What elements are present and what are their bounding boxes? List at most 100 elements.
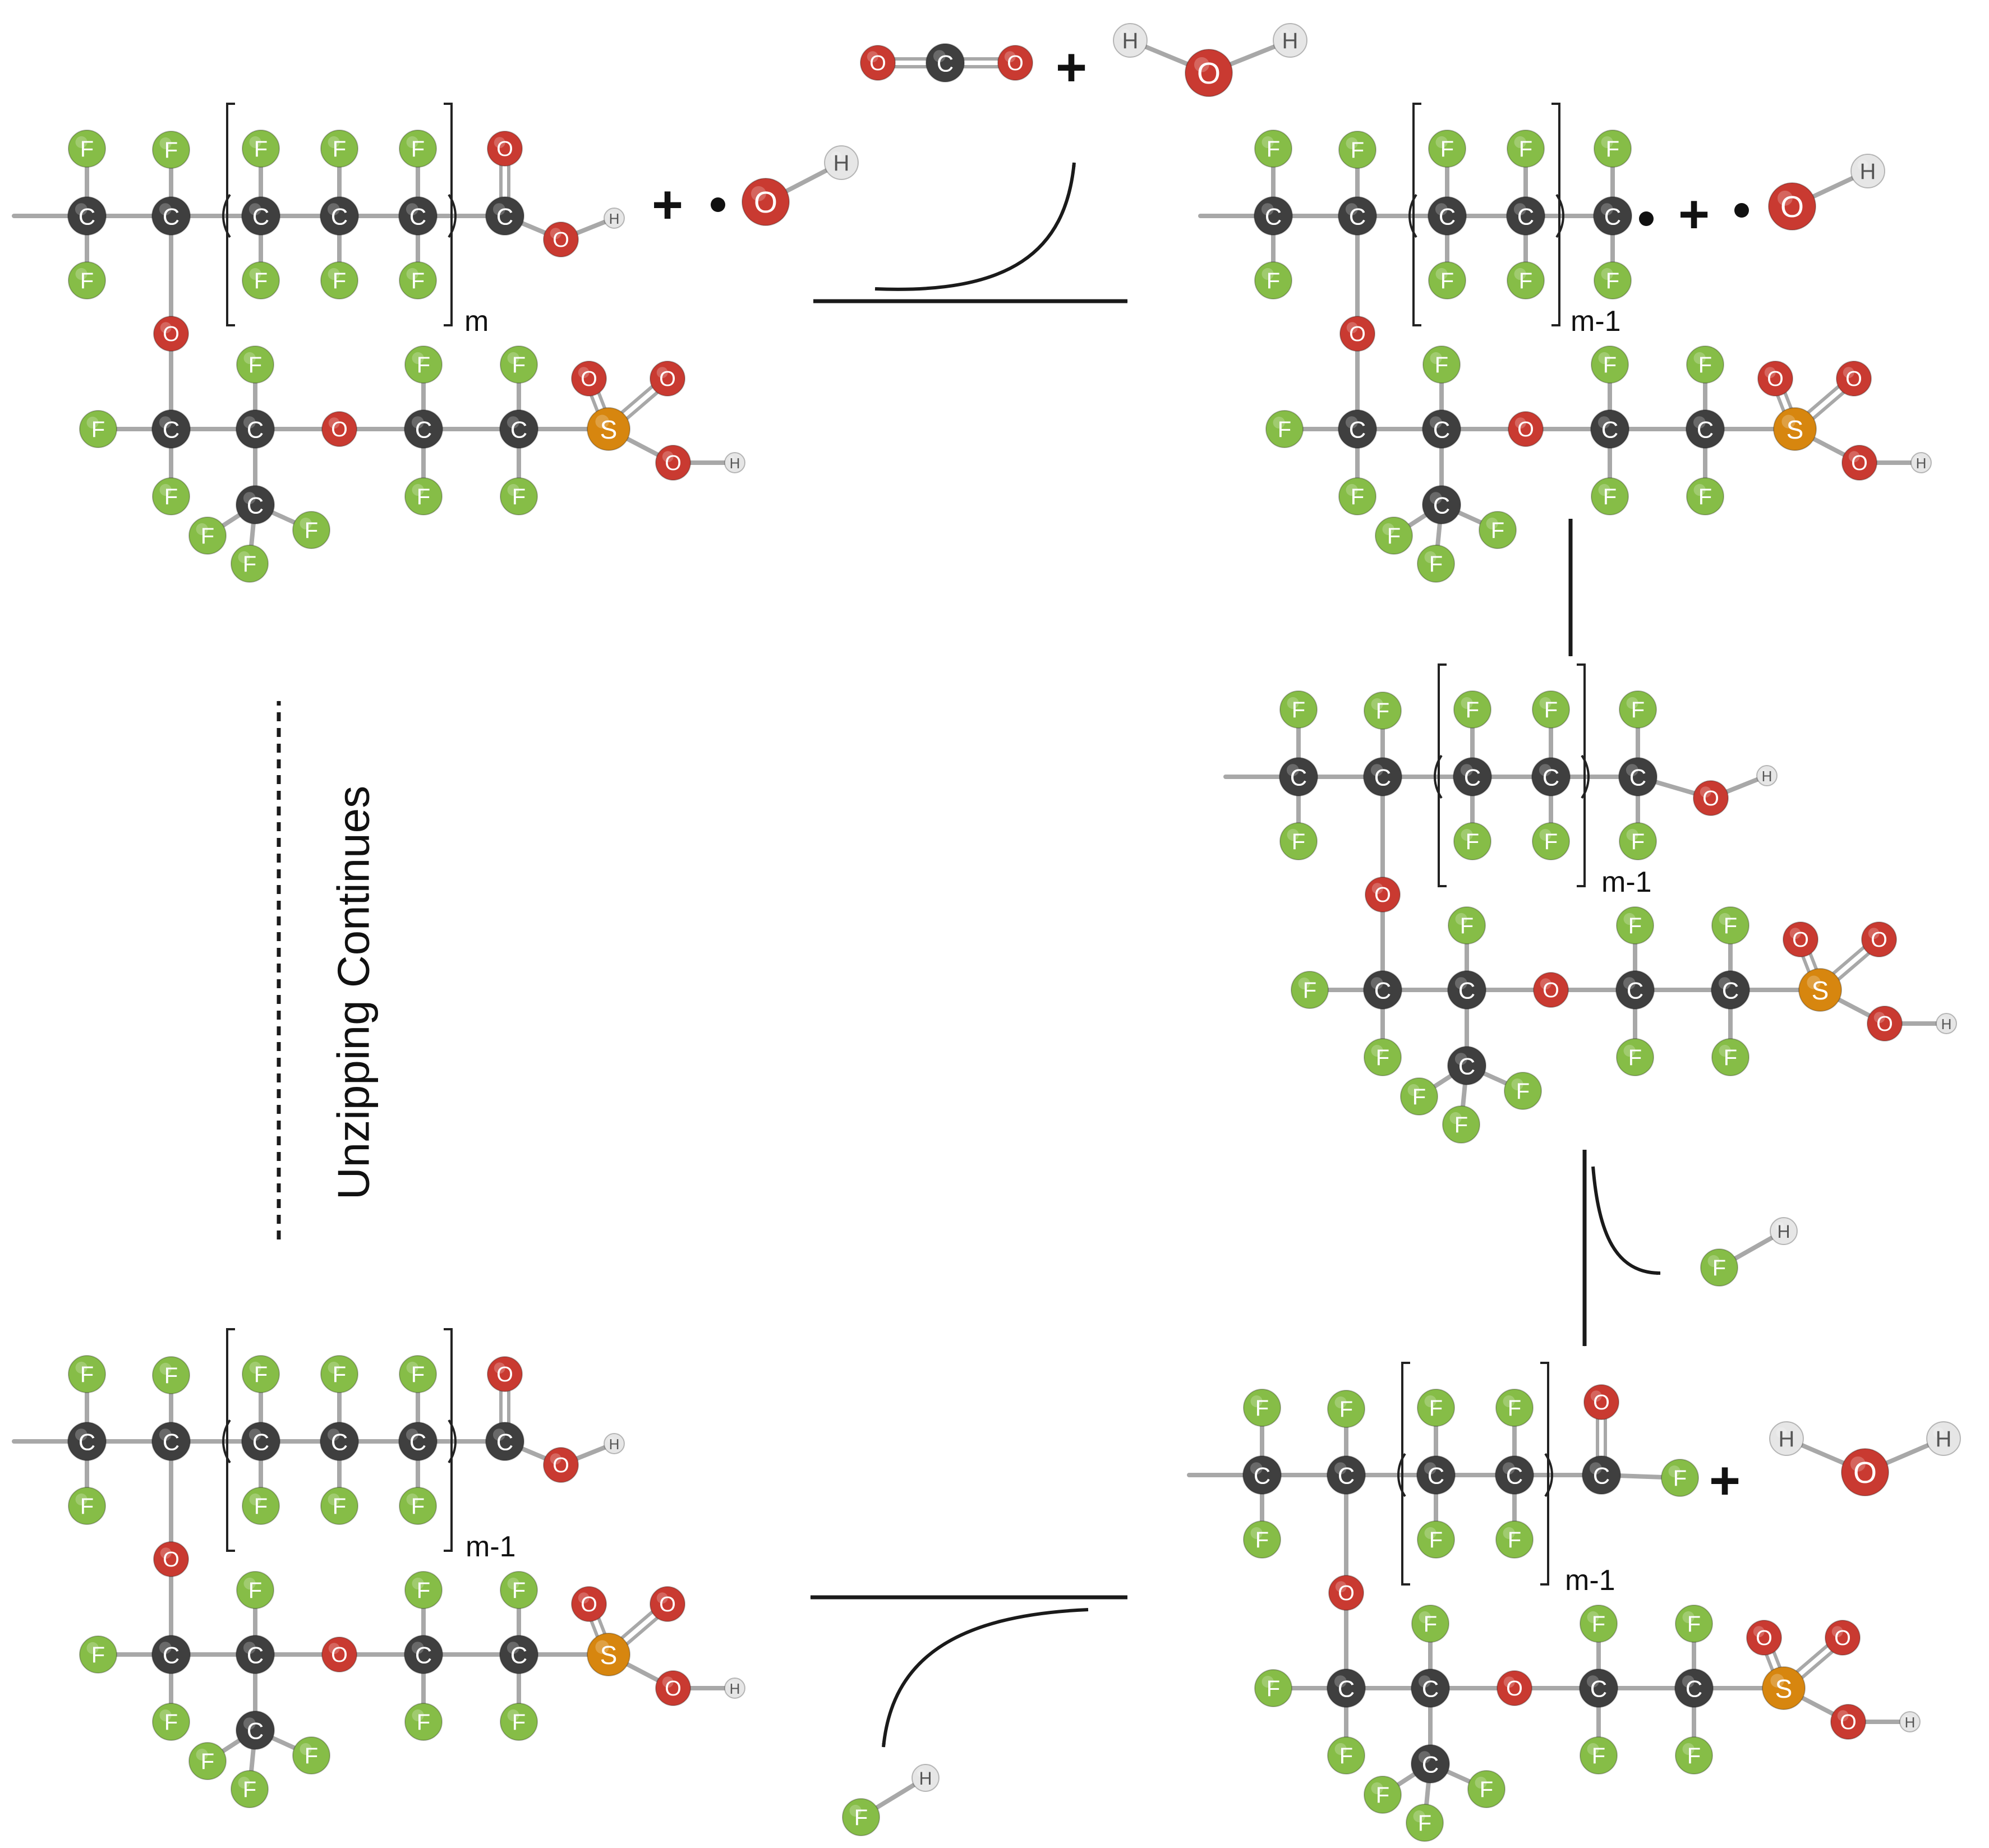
fluorine-atom: F	[320, 1355, 358, 1393]
svg-text:F: F	[1631, 698, 1645, 722]
fluorine-atom: F	[1364, 1776, 1402, 1814]
svg-text:O: O	[1845, 367, 1862, 391]
svg-text:C: C	[1601, 417, 1618, 443]
fluorine-atom: F	[1675, 1736, 1713, 1775]
oxygen-atom: O	[1867, 1006, 1903, 1041]
fluorine-atom: F	[1338, 131, 1376, 169]
sulfur-atom: S	[1762, 1666, 1806, 1710]
repeat-brace	[1544, 1453, 1554, 1497]
oxygen-atom: O	[655, 445, 691, 481]
svg-text:F: F	[411, 269, 425, 293]
fluorine-atom: F	[152, 131, 190, 169]
svg-text:F: F	[201, 524, 214, 549]
oxygen-atom: O	[1185, 49, 1233, 97]
oxygen-atom: O	[1841, 1448, 1889, 1496]
hydrogen-atom: H	[604, 208, 625, 229]
hydrogen-atom: H	[1936, 1013, 1957, 1034]
svg-text:C: C	[1506, 1463, 1523, 1489]
fluorine-atom: F	[404, 477, 443, 515]
fluorine-atom: F	[1279, 690, 1318, 729]
svg-text:C: C	[252, 1429, 269, 1455]
repeat-brace	[1581, 754, 1590, 799]
carbon-atom: C	[1531, 757, 1571, 796]
svg-text:F: F	[1376, 1783, 1389, 1808]
radical-dot-oh-1	[711, 197, 725, 212]
radical-dot-oh-2	[1734, 203, 1749, 218]
fluorine-atom: F	[292, 511, 330, 549]
fluorine-atom: F	[1616, 906, 1654, 944]
fluorine-atom: F	[79, 1635, 117, 1674]
svg-text:C: C	[331, 204, 348, 230]
fluorine-atom: F	[1479, 511, 1517, 549]
fluorine-atom: F	[1619, 822, 1657, 860]
svg-text:F: F	[1255, 1528, 1269, 1552]
carbon-atom: C	[1338, 409, 1377, 449]
svg-text:F: F	[333, 269, 346, 293]
fluorine-atom: F	[1400, 1077, 1438, 1116]
fluorine-atom: F	[242, 261, 280, 299]
svg-text:F: F	[1592, 1744, 1605, 1768]
fluorine-atom: F	[79, 410, 117, 448]
svg-text:C: C	[1458, 1053, 1475, 1080]
fluorine-atom: F	[1406, 1804, 1444, 1842]
oxygen-atom: O	[1783, 921, 1818, 957]
fluorine-atom: F	[404, 345, 443, 384]
fluorine-atom: F	[236, 345, 274, 384]
svg-text:F: F	[1376, 1045, 1389, 1070]
svg-text:C: C	[1590, 1676, 1607, 1702]
svg-text:F: F	[91, 417, 105, 442]
svg-text:H: H	[1122, 29, 1139, 53]
oxygen-atom: O	[1825, 1620, 1861, 1656]
svg-text:F: F	[1519, 269, 1532, 293]
svg-text:C: C	[79, 204, 95, 230]
svg-text:F: F	[1491, 518, 1504, 543]
oxygen-atom: O	[1365, 877, 1401, 913]
svg-text:O: O	[1834, 1626, 1851, 1650]
fluorine-atom: F	[1428, 261, 1466, 299]
oxygen-atom: O	[650, 361, 685, 397]
carbon-atom: C	[1711, 970, 1750, 1010]
svg-text:F: F	[417, 485, 430, 509]
svg-text:F: F	[1480, 1777, 1493, 1802]
svg-text:F: F	[512, 353, 526, 377]
svg-text:C: C	[163, 204, 179, 230]
fluorine-atom: F	[1532, 822, 1570, 860]
hydrogen-atom: H	[1910, 452, 1932, 473]
carbon-atom: C	[1254, 196, 1293, 236]
oxygen-atom: O	[1861, 921, 1897, 957]
oxygen-atom: O	[571, 361, 607, 397]
sulfur-atom: S	[1798, 968, 1842, 1012]
carbon-atom: C	[1579, 1669, 1618, 1708]
carbon-atom: C	[1428, 196, 1467, 236]
carbon-atom: C	[241, 196, 280, 236]
sulfur-atom: S	[1773, 407, 1817, 451]
fluorine-atom: F	[231, 1770, 269, 1808]
carbon-atom: C	[1582, 1455, 1621, 1495]
fluorine-atom: F	[1411, 1605, 1449, 1643]
svg-text:F: F	[1544, 698, 1558, 722]
oxygen-atom: O	[153, 316, 189, 352]
fluorine-atom: F	[1661, 1459, 1699, 1497]
svg-text:C: C	[1290, 764, 1307, 791]
fluorine-atom: F	[188, 1742, 227, 1780]
svg-text:F: F	[1267, 269, 1280, 293]
carbon-atom: C	[1590, 409, 1629, 449]
carbon-atom: C	[151, 196, 191, 236]
hydrogen-atom: H	[1113, 23, 1148, 58]
svg-text:F: F	[854, 1805, 868, 1830]
svg-text:C: C	[1543, 764, 1559, 791]
fluorine-atom: F	[320, 130, 358, 168]
repeat-bracket	[444, 1328, 453, 1552]
carbon-atom: C	[1593, 196, 1632, 236]
fluorine-atom: F	[1428, 130, 1466, 168]
hydrogen-atom: H	[724, 1678, 745, 1699]
fluorine-atom: F	[292, 1736, 330, 1775]
svg-text:O: O	[496, 1363, 513, 1386]
fluorine-atom: F	[1616, 1038, 1654, 1076]
oxygen-atom: O	[321, 1637, 357, 1672]
svg-text:O: O	[581, 367, 597, 391]
svg-text:O: O	[1871, 928, 1887, 952]
svg-text:O: O	[659, 367, 676, 391]
svg-text:F: F	[411, 1494, 425, 1519]
